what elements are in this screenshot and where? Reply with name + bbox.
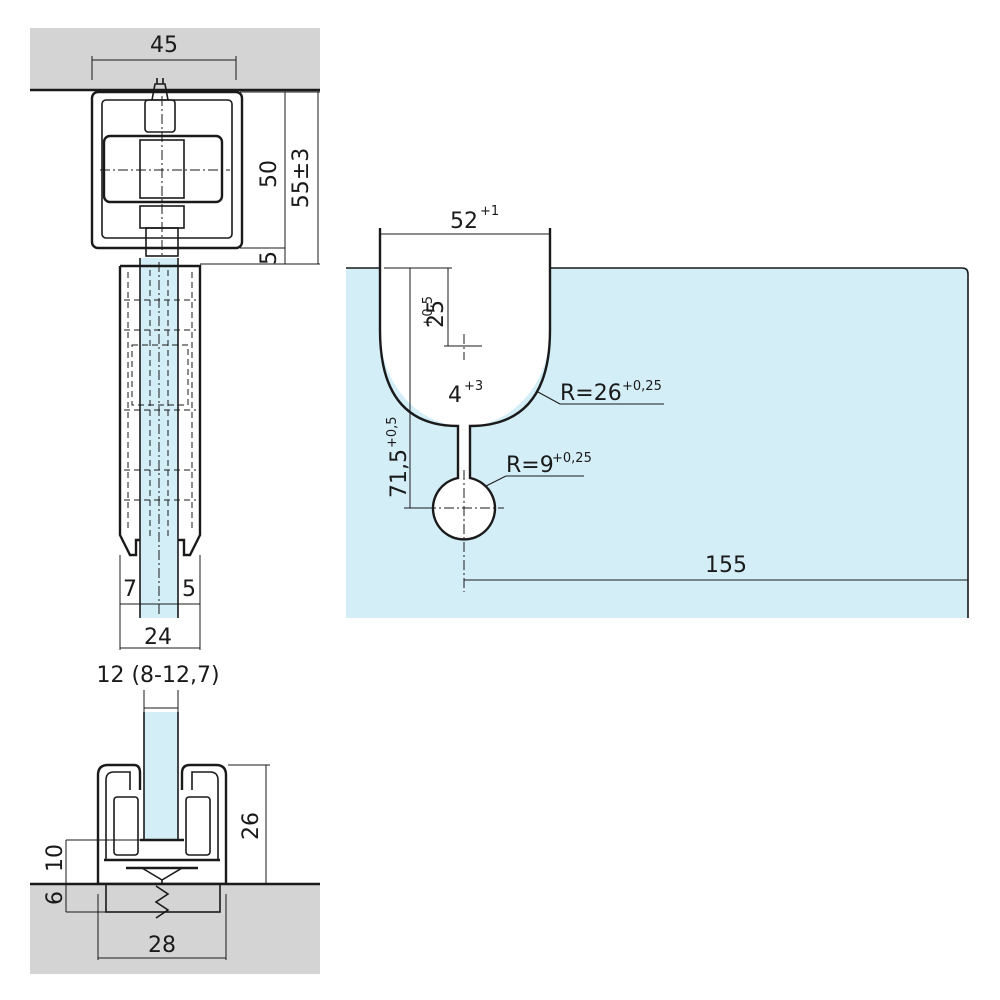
hanger-screw-head	[151, 78, 169, 101]
floor-block	[30, 884, 320, 974]
dim-guide-width: 28	[148, 933, 176, 958]
dim-guide-insert: 10	[43, 844, 68, 872]
dim-cutout-width-tol: +1	[480, 204, 499, 219]
cutout-outline	[378, 228, 552, 541]
top-hanger-assembly: 45 50 55±3 5 7 5 24	[30, 28, 320, 650]
dim-hanger-total: 55±3	[289, 148, 314, 208]
dim-hole-depth: 71,5	[387, 449, 412, 498]
dim-cutout-depth: 25	[424, 300, 449, 328]
dim-edge-distance: 155	[705, 553, 747, 578]
guide-inner-right	[191, 771, 219, 860]
glass-top-edge	[346, 267, 969, 618]
dim-glass-thickness: 12 (8-12,7)	[96, 663, 219, 688]
dim-hanger-width: 45	[150, 33, 178, 58]
dim-guide-height: 26	[239, 812, 264, 840]
dim-slot-width: 4	[448, 383, 462, 408]
dim-slot-width-tol: +3	[464, 379, 483, 394]
guide-base	[98, 838, 226, 886]
glass-cutout-detail: 52 +1 25 +0,5 4 +3 R=26 +0,25 R=9 +0,25 …	[346, 204, 969, 618]
floor-recess	[105, 883, 221, 913]
dim-cutout-width: 52	[450, 209, 478, 234]
glass-sheet	[346, 268, 968, 618]
hanger-roller	[102, 134, 224, 204]
guide-channel	[96, 763, 228, 884]
screw-thread-floor	[154, 885, 170, 919]
dim-small-radius-tol: +0,25	[552, 451, 592, 466]
dim-clamp-width: 24	[144, 625, 172, 650]
dim-glass-right-offset: 5	[182, 577, 196, 602]
dim-cutout-depth-tol: +0,5	[421, 296, 436, 328]
guide-inner-left	[105, 771, 131, 860]
dim-floor-depth: 6	[43, 891, 68, 905]
clamp-hidden-lines	[124, 270, 196, 540]
hanger-bolt-top	[144, 99, 176, 133]
dim-large-radius-tol: +0,25	[622, 379, 662, 394]
dim-glass-left-offset: 7	[123, 577, 137, 602]
dim-large-radius: R=26	[560, 381, 622, 406]
ceiling-block	[30, 28, 320, 90]
dim-small-radius: R=9	[506, 453, 554, 478]
dim-hanger-gap: 5	[257, 251, 282, 265]
guide-roller-right	[185, 796, 211, 856]
guide-roller-left	[113, 796, 139, 856]
hanger-inner-frame	[101, 99, 233, 239]
clamp-outline	[118, 264, 202, 557]
bottom-guide-assembly: 12 (8-12,7) 26 10 6 28	[30, 663, 320, 974]
screw-head	[139, 867, 185, 881]
dim-hole-depth-tol: +0,5	[385, 416, 400, 448]
glass-panel-bottom	[144, 712, 178, 840]
dim-hanger-height: 50	[257, 160, 282, 188]
